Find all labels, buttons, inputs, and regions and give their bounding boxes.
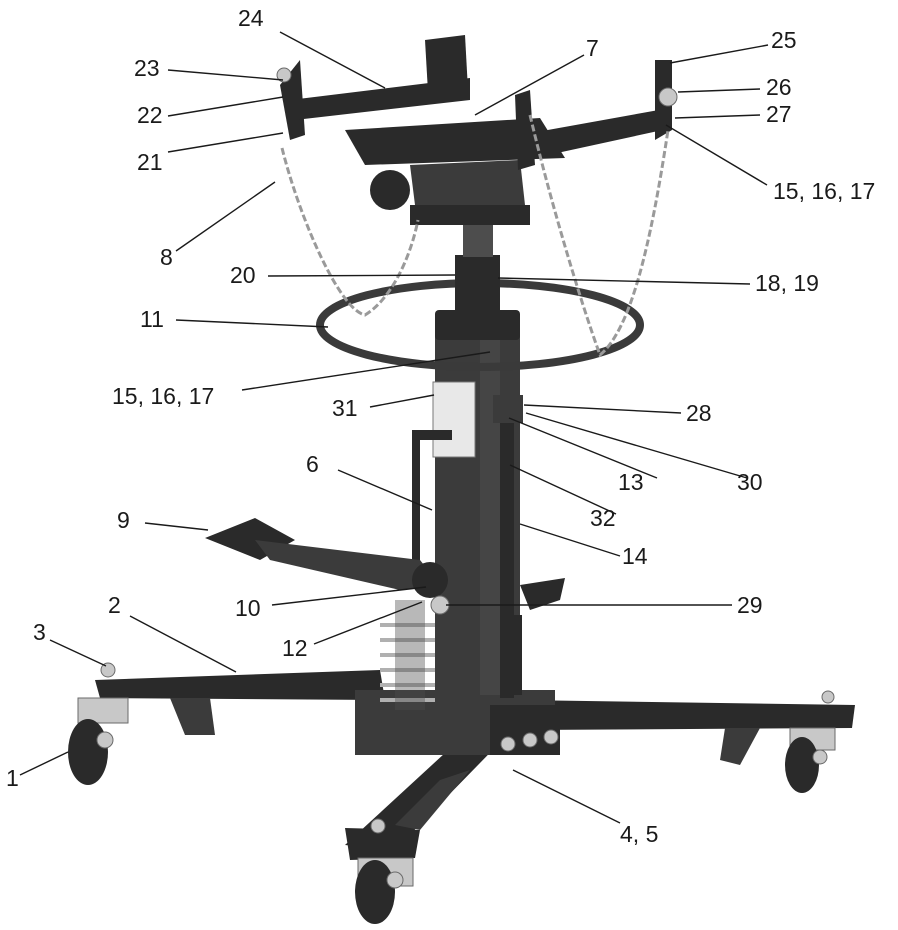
- callout-3: 3: [33, 619, 46, 645]
- caster-right: [785, 727, 836, 793]
- callout-25: 25: [771, 27, 797, 53]
- callout-9: 9: [117, 507, 130, 533]
- callout-14: 14: [622, 543, 648, 569]
- callout-24: 24: [238, 5, 264, 31]
- callout-20: 20: [230, 262, 256, 288]
- callout-1: 1: [6, 765, 19, 791]
- warning-label: [432, 381, 476, 458]
- callout-13: 13: [618, 469, 644, 495]
- callout-2: 2: [108, 592, 121, 618]
- caster-left: [68, 697, 129, 785]
- callout-7: 7: [586, 35, 599, 61]
- callout-8: 8: [160, 244, 173, 270]
- callout-28: 28: [686, 400, 712, 426]
- callout-labels: 24 7 25 23 26 22 27 21 15, 16, 17 8 20 1…: [6, 5, 875, 847]
- callout-27: 27: [766, 101, 792, 127]
- callout-22: 22: [137, 102, 163, 128]
- callout-32: 32: [590, 505, 616, 531]
- ram: [455, 255, 500, 313]
- callout-26: 26: [766, 74, 792, 100]
- callout-6: 6: [306, 451, 319, 477]
- callout-29: 29: [737, 592, 763, 618]
- caster-front: [355, 857, 414, 924]
- saddle: [280, 35, 672, 225]
- return-springs: [380, 600, 435, 710]
- chain-left: [280, 147, 420, 317]
- callout-10: 10: [235, 595, 261, 621]
- callout-15-16-17-left: 15, 16, 17: [112, 383, 214, 409]
- callout-23: 23: [134, 55, 160, 81]
- jack-illustration: [68, 35, 855, 924]
- callout-30: 30: [737, 469, 763, 495]
- top-collar: [435, 310, 520, 340]
- foot-pedal: [205, 518, 450, 615]
- tilt-knob: [370, 170, 410, 210]
- callout-21: 21: [137, 149, 163, 175]
- callout-15-16-17-right: 15, 16, 17: [773, 178, 875, 204]
- leader-lines: [19, 31, 769, 824]
- callout-11: 11: [140, 306, 164, 332]
- pump-handle: [412, 430, 452, 560]
- callout-4-5: 4, 5: [620, 821, 658, 847]
- chain-right: [528, 114, 670, 358]
- callout-31: 31: [332, 395, 358, 421]
- callout-18-19: 18, 19: [755, 270, 819, 296]
- callout-12: 12: [282, 635, 308, 661]
